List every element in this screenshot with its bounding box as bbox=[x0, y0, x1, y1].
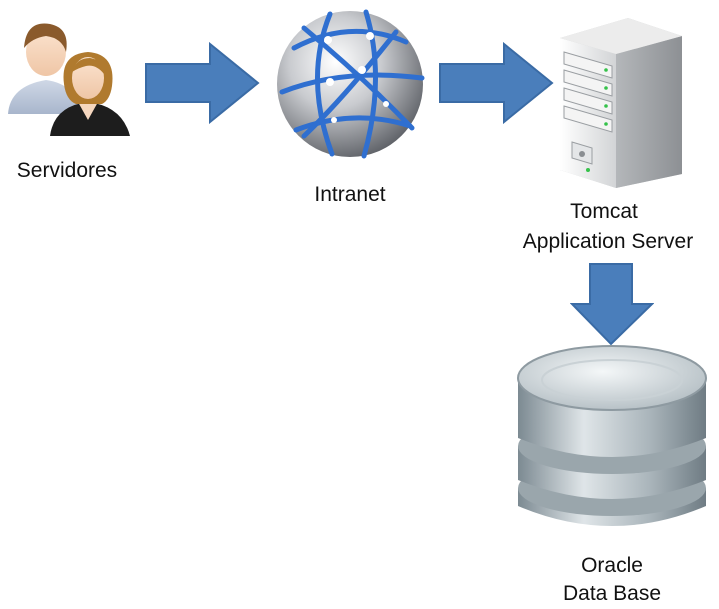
intranet-label: Intranet bbox=[314, 183, 386, 206]
server-label-line2: Application Server bbox=[522, 230, 694, 253]
arrow-intranet-to-server bbox=[438, 42, 554, 124]
globe-network-icon bbox=[274, 8, 426, 160]
server-tower-icon bbox=[558, 14, 686, 190]
database-icon bbox=[512, 342, 712, 538]
database-label-line1: Oracle bbox=[581, 554, 643, 577]
users-label: Servidores bbox=[16, 159, 118, 182]
database-label-line2: Data Base bbox=[562, 582, 662, 605]
arrow-users-to-intranet bbox=[144, 42, 260, 124]
arrow-server-to-database bbox=[570, 262, 654, 346]
server-label-line1: Tomcat bbox=[570, 200, 638, 223]
users-icon bbox=[6, 14, 136, 139]
